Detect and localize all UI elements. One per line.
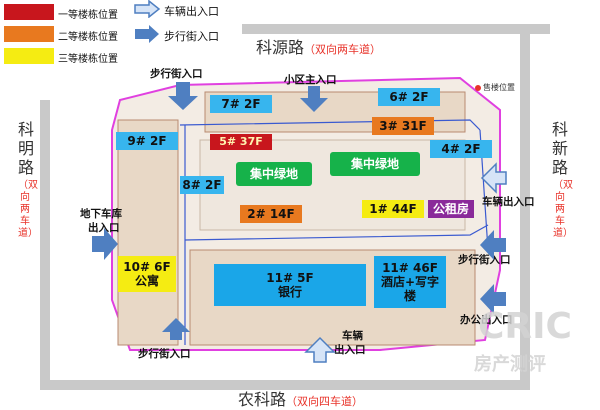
building-11-tower-line2: 酒店+写字 [380, 275, 440, 289]
pedestrian-arrow-icon [300, 86, 328, 112]
pedestrian-arrow-icon [480, 284, 506, 314]
entrance-pedestrian-top-left: 步行街入口 [150, 68, 203, 80]
sales-office-label: 售楼位置 [483, 83, 515, 92]
road-bottom [40, 380, 530, 390]
building-10-line2: 公寓 [134, 274, 159, 288]
sales-office-marker [475, 85, 481, 91]
watermark-brand: CRIC [478, 306, 572, 347]
entrance-pedestrian-bottom: 步行街入口 [138, 348, 191, 360]
building-5: 5# 37F [210, 134, 272, 150]
legend-swatch-first [4, 4, 54, 20]
legend-label-first: 一等楼栋位置 [58, 10, 118, 21]
pedestrian-arrow-icon [168, 82, 198, 110]
legend-pedestrian-arrow-icon [135, 25, 159, 43]
road-bottom-label: 农科路（双向四车道） [238, 390, 364, 409]
entrance-vehicle-bottom: 车辆 [342, 330, 363, 342]
public-rental-housing: 公租房 [428, 200, 474, 218]
road-top-label: 科源路（双向两车道） [256, 38, 382, 57]
watermark-sub: 房产测评 [474, 354, 546, 375]
entrance-parking: 地下车库 [80, 208, 122, 220]
internal-road [179, 119, 481, 131]
internal-road [184, 224, 489, 241]
road-left [40, 100, 50, 390]
building-11-bank: 11# 5F 银行 [214, 264, 366, 306]
building-11-tower: 11# 46F 酒店+写字 楼 [374, 256, 446, 308]
legend-label-third: 三等楼栋位置 [58, 54, 118, 65]
green-space-1: 集中绿地 [236, 162, 312, 186]
building-9: 9# 2F [116, 132, 178, 150]
green-space-2: 集中绿地 [330, 152, 420, 176]
building-11-tower-line3: 楼 [403, 289, 416, 303]
building-11-line2: 银行 [277, 285, 302, 299]
entrance-office-right: 办公出入口 [460, 314, 513, 326]
building-11-tower-line1: 11# 46F [382, 261, 438, 275]
legend-swatch-third [4, 48, 54, 64]
pedestrian-arrow-icon [162, 318, 190, 340]
entrance-parking-2: 出入口 [88, 222, 120, 234]
building-1: 1# 44F [362, 200, 424, 218]
entrance-pedestrian-right: 步行街入口 [458, 254, 511, 266]
road-right-label: 科新路 [551, 120, 568, 177]
building-10: 10# 6F 公寓 [118, 256, 176, 292]
road-left-label: 科明路 [17, 120, 34, 177]
building-6: 6# 2F [378, 88, 440, 106]
building-2: 2# 14F [240, 205, 302, 223]
legend-pedestrian-label: 步行街入口 [164, 30, 219, 43]
legend-vehicle-label: 车辆出入口 [164, 5, 219, 18]
building-11-line1: 11# 5F [266, 271, 314, 285]
vehicle-arrow-icon [304, 336, 336, 363]
entrance-vehicle-bottom-2: 出入口 [334, 344, 366, 356]
entrance-district-main: 小区主入口 [284, 74, 337, 86]
road-left-note: （双向两车道） [18, 180, 38, 239]
building-8: 8# 2F [180, 176, 224, 194]
legend-vehicle-arrow-icon [134, 0, 161, 18]
podium-left [117, 119, 179, 346]
building-4: 4# 2F [430, 140, 492, 158]
entrance-vehicle-right: 车辆出入口 [482, 196, 535, 208]
pedestrian-arrow-icon [92, 228, 118, 260]
vehicle-arrow-icon [480, 162, 507, 194]
building-10-line1: 10# 6F [123, 260, 171, 274]
legend-swatch-second [4, 26, 54, 42]
road-right [520, 24, 530, 390]
building-3: 3# 31F [372, 117, 434, 135]
road-right-note: （双向两车道） [553, 180, 573, 239]
road-top [242, 24, 550, 34]
building-7: 7# 2F [210, 95, 272, 113]
pedestrian-arrow-icon [480, 230, 506, 260]
legend-label-second: 二等楼栋位置 [58, 32, 118, 43]
